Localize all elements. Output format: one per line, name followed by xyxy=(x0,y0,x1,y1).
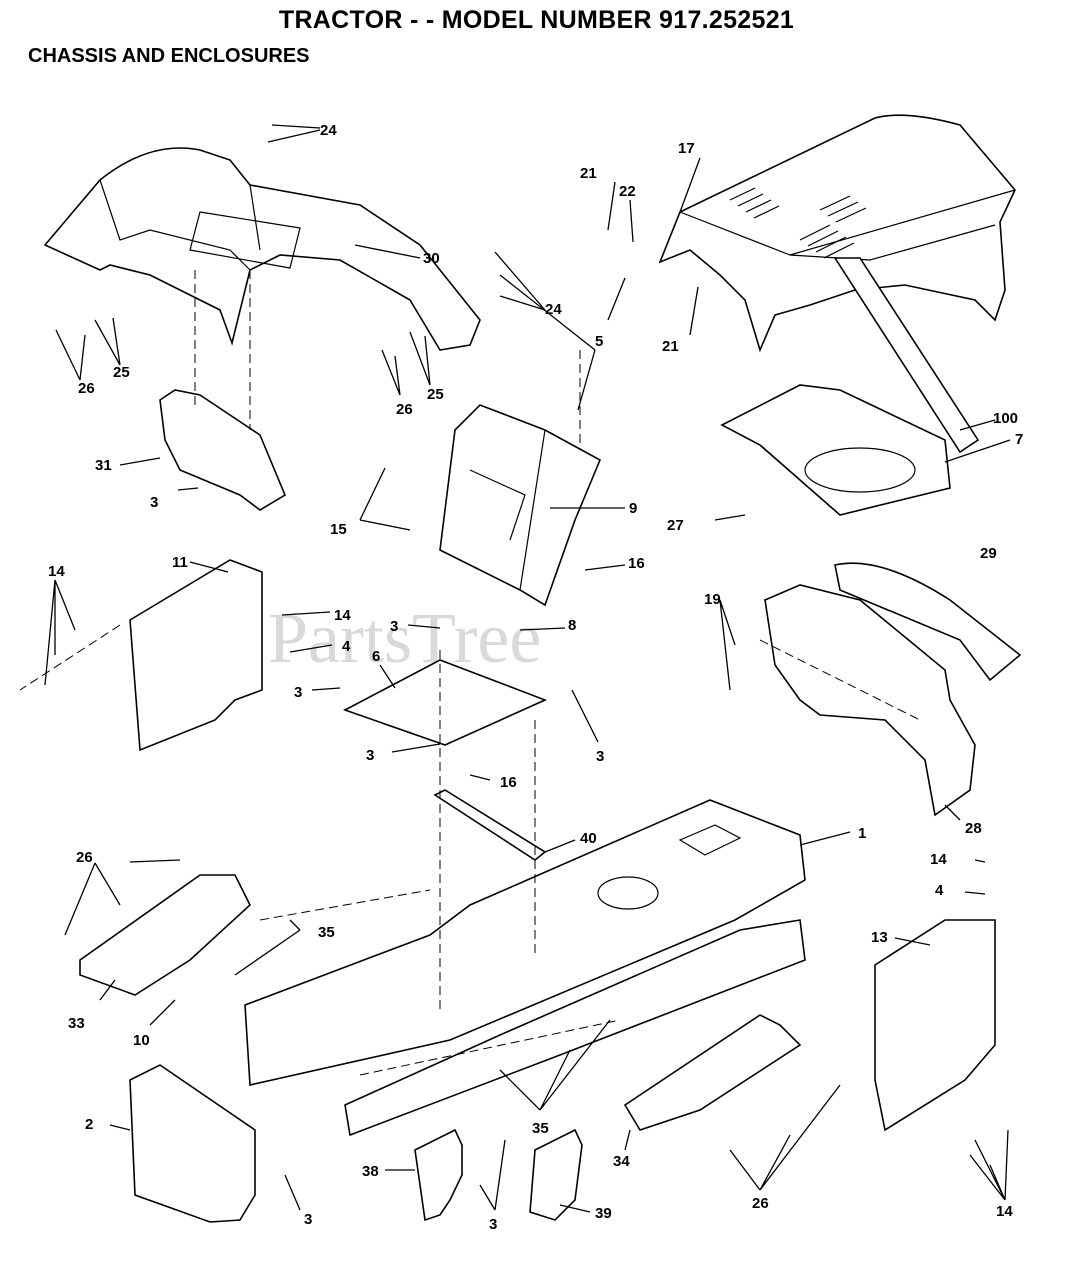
callout-4: 4 xyxy=(342,638,351,655)
callout-29: 29 xyxy=(980,545,997,562)
callout-labels: 24 17 21 22 30 24 21 5 25 26 26 25 100 7… xyxy=(48,122,1023,1233)
callout-3: 3 xyxy=(294,684,302,701)
part-6-floor-plate xyxy=(343,659,548,746)
callout-24: 24 xyxy=(545,301,562,318)
part-30-rear-fender xyxy=(43,147,481,351)
callout-35: 35 xyxy=(318,924,335,941)
callout-16: 16 xyxy=(500,774,517,791)
watermark: PartsTree xyxy=(268,598,541,678)
callout-28: 28 xyxy=(965,820,982,837)
callout-26: 26 xyxy=(396,401,413,418)
callout-21: 21 xyxy=(662,338,679,355)
part-11-left-side-plate xyxy=(129,559,263,752)
callout-5: 5 xyxy=(595,333,603,350)
callout-35: 35 xyxy=(532,1120,549,1137)
callout-34: 34 xyxy=(613,1153,630,1170)
callout-30: 30 xyxy=(423,250,440,267)
part-39-bracket xyxy=(529,1128,583,1221)
callout-4: 4 xyxy=(935,882,944,899)
part-40-bar xyxy=(433,789,547,861)
callout-3: 3 xyxy=(596,748,604,765)
page-title: TRACTOR - - MODEL NUMBER 917.252521 xyxy=(278,6,795,34)
part-17-hood xyxy=(658,114,1016,353)
callout-100: 100 xyxy=(993,410,1018,427)
alignment-lines xyxy=(19,270,921,1076)
part-1-main-frame xyxy=(244,799,806,1137)
section-subtitle: CHASSIS AND ENCLOSURES xyxy=(28,45,310,67)
callout-14: 14 xyxy=(48,563,65,580)
callout-3: 3 xyxy=(366,747,374,764)
callout-16: 16 xyxy=(628,555,645,572)
callout-3: 3 xyxy=(304,1211,312,1228)
callout-31: 31 xyxy=(95,457,112,474)
part-34-right-footrest xyxy=(623,1014,802,1131)
callout-11: 11 xyxy=(172,554,188,571)
callout-21: 21 xyxy=(580,165,597,182)
callout-10: 10 xyxy=(133,1032,150,1049)
callout-14: 14 xyxy=(996,1203,1013,1220)
part-100-seal-strip xyxy=(833,257,980,454)
part-28-front-panel xyxy=(764,584,976,817)
callout-39: 39 xyxy=(595,1205,612,1222)
part-7-dash-panel xyxy=(720,384,951,516)
callout-17: 17 xyxy=(678,140,695,157)
callout-27: 27 xyxy=(667,517,684,534)
part-9-console xyxy=(439,404,602,607)
callout-26: 26 xyxy=(78,380,95,397)
callout-26: 26 xyxy=(752,1195,769,1212)
part-13-right-side-plate xyxy=(874,919,996,1132)
callout-8: 8 xyxy=(568,617,576,634)
callout-25: 25 xyxy=(113,364,130,381)
callout-2: 2 xyxy=(85,1116,93,1133)
callout-1: 1 xyxy=(858,825,866,842)
part-31-bracket xyxy=(159,389,287,511)
callout-14: 14 xyxy=(334,607,351,624)
callout-3: 3 xyxy=(150,494,158,511)
callout-6: 6 xyxy=(372,648,380,665)
part-29-grille xyxy=(834,562,1022,682)
callout-9: 9 xyxy=(629,500,637,517)
part-38-bracket xyxy=(414,1128,463,1222)
callout-19: 19 xyxy=(704,591,721,608)
callout-33: 33 xyxy=(68,1015,85,1032)
callout-13: 13 xyxy=(871,929,888,946)
part-33-left-footrest xyxy=(79,874,251,996)
callout-15: 15 xyxy=(330,521,347,538)
callout-14: 14 xyxy=(930,851,947,868)
callout-38: 38 xyxy=(362,1163,379,1180)
callout-24: 24 xyxy=(320,122,337,139)
callout-40: 40 xyxy=(580,830,597,847)
callout-7: 7 xyxy=(1015,431,1023,448)
callout-3: 3 xyxy=(390,618,398,635)
callout-3: 3 xyxy=(489,1216,497,1233)
leader-lines xyxy=(44,124,1011,1213)
part-2-plate xyxy=(129,1064,256,1223)
callout-25: 25 xyxy=(427,386,444,403)
callout-22: 22 xyxy=(619,183,636,200)
callout-26: 26 xyxy=(76,849,93,866)
